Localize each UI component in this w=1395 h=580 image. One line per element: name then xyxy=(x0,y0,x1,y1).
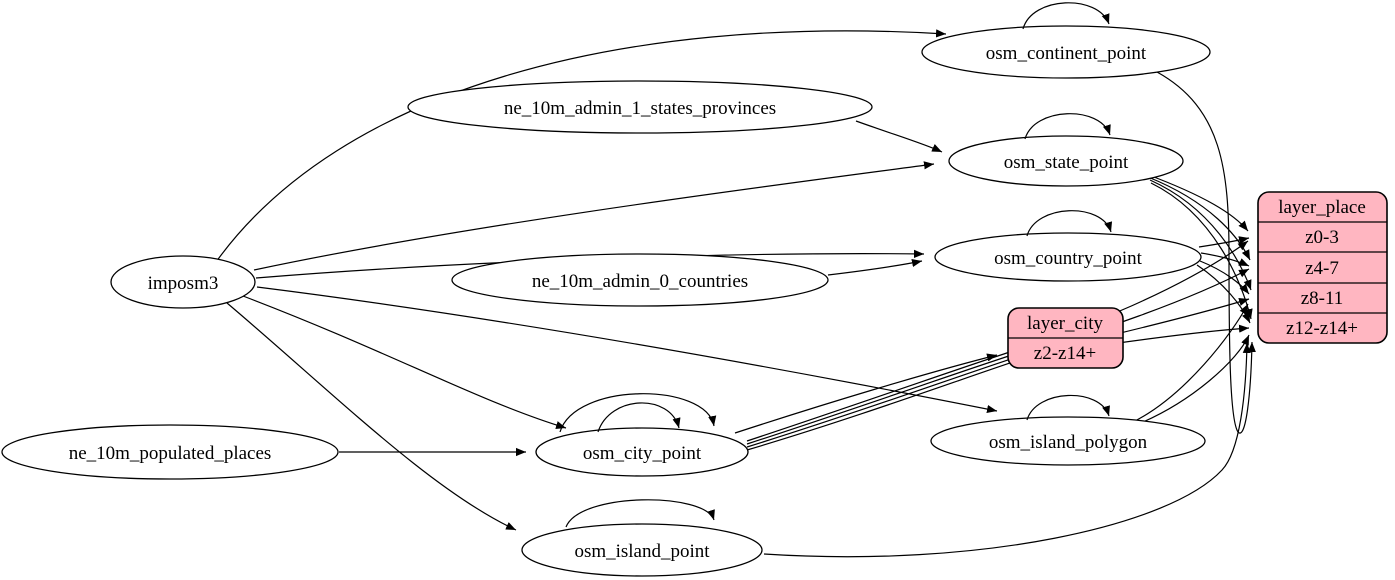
island-polygon-ellipse xyxy=(930,416,1206,466)
node-country: osm_country_point xyxy=(934,232,1202,282)
island-point-label: osm_island_point xyxy=(574,541,710,562)
edge-imposm3-state xyxy=(253,161,935,271)
ne-pop-ellipse xyxy=(1,424,339,480)
island-point-ellipse xyxy=(521,523,763,577)
self-loop-city-inner xyxy=(597,402,681,433)
layer-place-title: layer_place xyxy=(1278,197,1366,218)
node-imposm3: imposm3 xyxy=(110,255,256,309)
self-loop-state xyxy=(1024,113,1111,140)
edge-imposm3-continent xyxy=(215,29,947,263)
edge-continent-z12 xyxy=(1156,71,1256,434)
node-ne-admin0: ne_10m_admin_0_countries xyxy=(451,253,829,307)
record-layer-city: layer_city z2-z14+ xyxy=(1007,307,1124,369)
city-label: osm_city_point xyxy=(583,443,702,464)
record-layer-place: layer_place z0-3 z4-7 z8-11 z12-z14+ xyxy=(1257,191,1388,344)
state-ellipse xyxy=(948,135,1184,187)
node-layer: imposm3 ne_10m_admin_1_states_provinces … xyxy=(1,25,1211,577)
ne-admin0-ellipse xyxy=(451,253,829,307)
node-island-point: osm_island_point xyxy=(521,523,763,577)
layer-place-box xyxy=(1257,191,1388,344)
edge-imposm3-city xyxy=(242,295,567,430)
continent-label: osm_continent_point xyxy=(986,43,1147,64)
edge-island-polygon-z12 xyxy=(1135,334,1250,426)
edge-ne-admin0-country xyxy=(827,258,923,276)
self-loop-island-polygon xyxy=(1026,394,1110,421)
island-polygon-label: osm_island_polygon xyxy=(989,432,1148,453)
layer-place-row-z0-3: z0-3 xyxy=(1305,227,1339,248)
continent-ellipse xyxy=(921,25,1211,79)
self-loop-continent xyxy=(1022,2,1110,30)
layer-place-row-z4-7: z4-7 xyxy=(1305,258,1339,279)
self-loop-layer xyxy=(559,2,1113,528)
self-loop-country xyxy=(1026,210,1113,237)
edge-state-z8 xyxy=(1149,179,1252,291)
country-label: osm_country_point xyxy=(994,248,1142,269)
node-ne-pop: ne_10m_populated_places xyxy=(1,424,339,480)
ne-pop-label: ne_10m_populated_places xyxy=(69,443,272,464)
layer-place-row-z8-11: z8-11 xyxy=(1301,288,1344,309)
city-ellipse xyxy=(535,427,749,477)
edge-layer xyxy=(215,29,1256,558)
layer-city-title: layer_city xyxy=(1027,313,1103,334)
state-label: osm_state_point xyxy=(1004,152,1129,173)
node-city: osm_city_point xyxy=(535,427,749,477)
imposm3-ellipse xyxy=(110,255,256,309)
edge-island-point-z12 xyxy=(763,342,1251,558)
imposm3-label: imposm3 xyxy=(148,273,219,294)
self-loop-city-outer xyxy=(559,393,717,433)
edge-country-z4 xyxy=(1200,252,1250,267)
self-loop-island-point xyxy=(565,499,715,528)
edge-ne-admin1-state xyxy=(855,120,943,153)
edge-state-z0 xyxy=(1145,173,1249,232)
layer-place-row-z12-z14: z12-z14+ xyxy=(1286,318,1358,339)
node-state: osm_state_point xyxy=(948,135,1184,187)
ne-admin1-ellipse xyxy=(407,80,873,134)
node-island-polygon: osm_island_polygon xyxy=(930,416,1206,466)
country-ellipse xyxy=(934,232,1202,282)
node-continent: osm_continent_point xyxy=(921,25,1211,79)
edge-imposm3-island-point xyxy=(226,302,517,531)
edge-city-layer-city xyxy=(734,353,998,434)
edge-state-z4 xyxy=(1147,176,1251,261)
edge-island-polygon-z8 xyxy=(1132,303,1249,423)
layer-city-row-z2-z14: z2-z14+ xyxy=(1034,343,1096,364)
ne-admin1-label: ne_10m_admin_1_states_provinces xyxy=(504,98,776,119)
node-ne-admin1: ne_10m_admin_1_states_provinces xyxy=(407,80,873,134)
ne-admin0-label: ne_10m_admin_0_countries xyxy=(532,271,748,292)
edge-country-z0 xyxy=(1198,236,1250,248)
